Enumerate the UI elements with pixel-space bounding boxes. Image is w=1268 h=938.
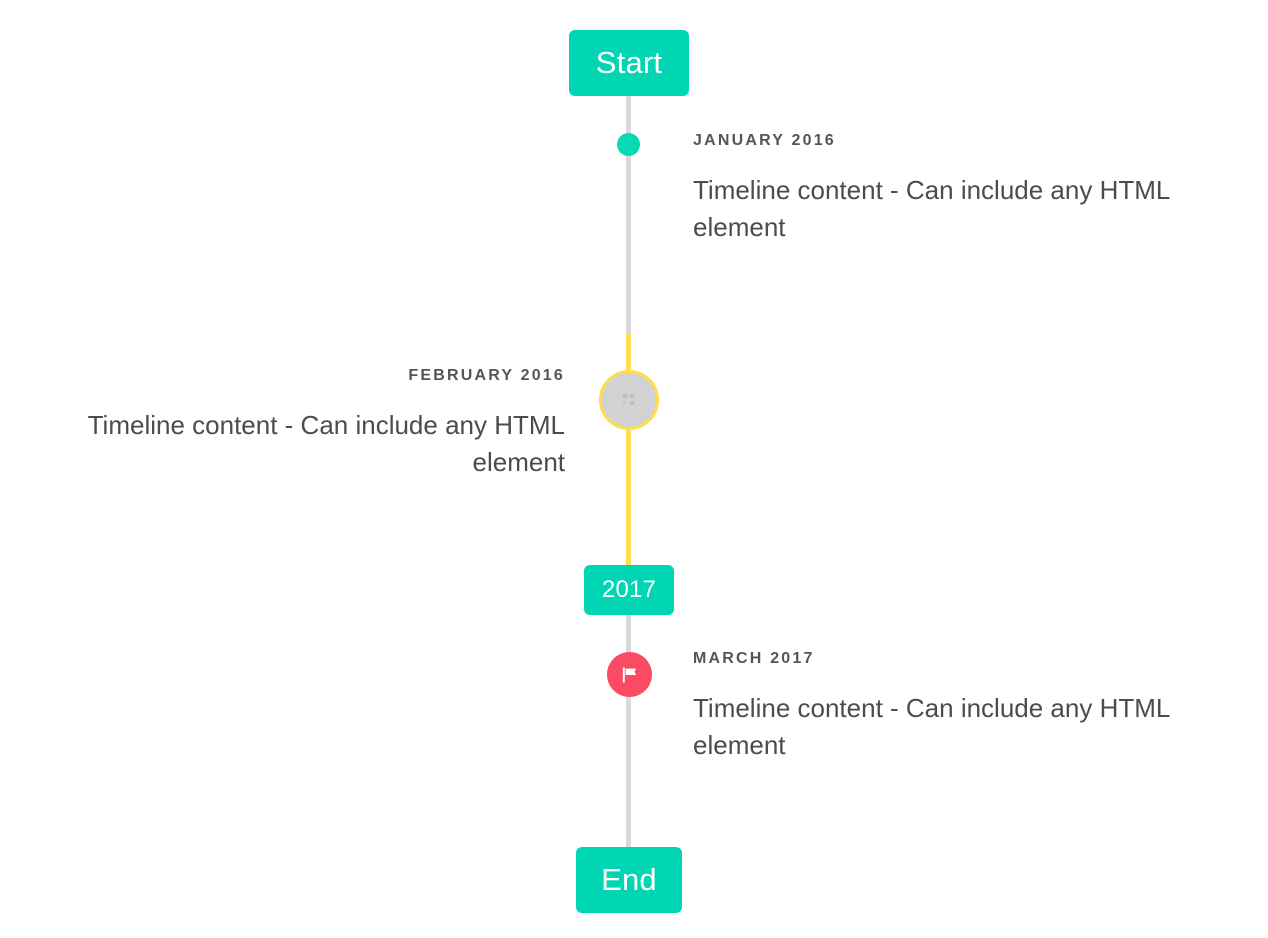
timeline-entry-date: FEBRUARY 2016 — [408, 367, 565, 384]
timeline-entry-body: Timeline content - Can include any HTML … — [693, 175, 1170, 243]
timeline-marker-flag-icon[interactable] — [607, 652, 652, 697]
timeline-year-badge[interactable]: 2017 — [584, 565, 674, 615]
timeline-marker-dot-icon[interactable] — [617, 133, 640, 156]
timeline-entry-date: JANUARY 2016 — [693, 132, 836, 149]
timeline-marker-broken-image-icon[interactable] — [599, 370, 659, 430]
timeline-entry-body: Timeline content - Can include any HTML … — [693, 693, 1170, 761]
timeline-end-badge[interactable]: End — [576, 847, 682, 913]
timeline-entry-march-2017: MARCH 2017 Timeline content - Can includ… — [693, 649, 1233, 764]
timeline-line-segment-bottom — [626, 615, 631, 855]
timeline-line-segment-top — [626, 95, 631, 337]
timeline-entry-body: Timeline content - Can include any HTML … — [87, 410, 565, 478]
broken-image-icon — [623, 394, 634, 405]
timeline-start-badge[interactable]: Start — [569, 30, 689, 96]
timeline-entry-february-2016: FEBRUARY 2016 Timeline content - Can inc… — [40, 366, 565, 481]
timeline-line-segment-highlight — [626, 333, 631, 565]
timeline-entry-date: MARCH 2017 — [693, 650, 815, 667]
flag-icon — [622, 666, 636, 683]
timeline-entry-january-2016: JANUARY 2016 Timeline content - Can incl… — [693, 131, 1233, 246]
